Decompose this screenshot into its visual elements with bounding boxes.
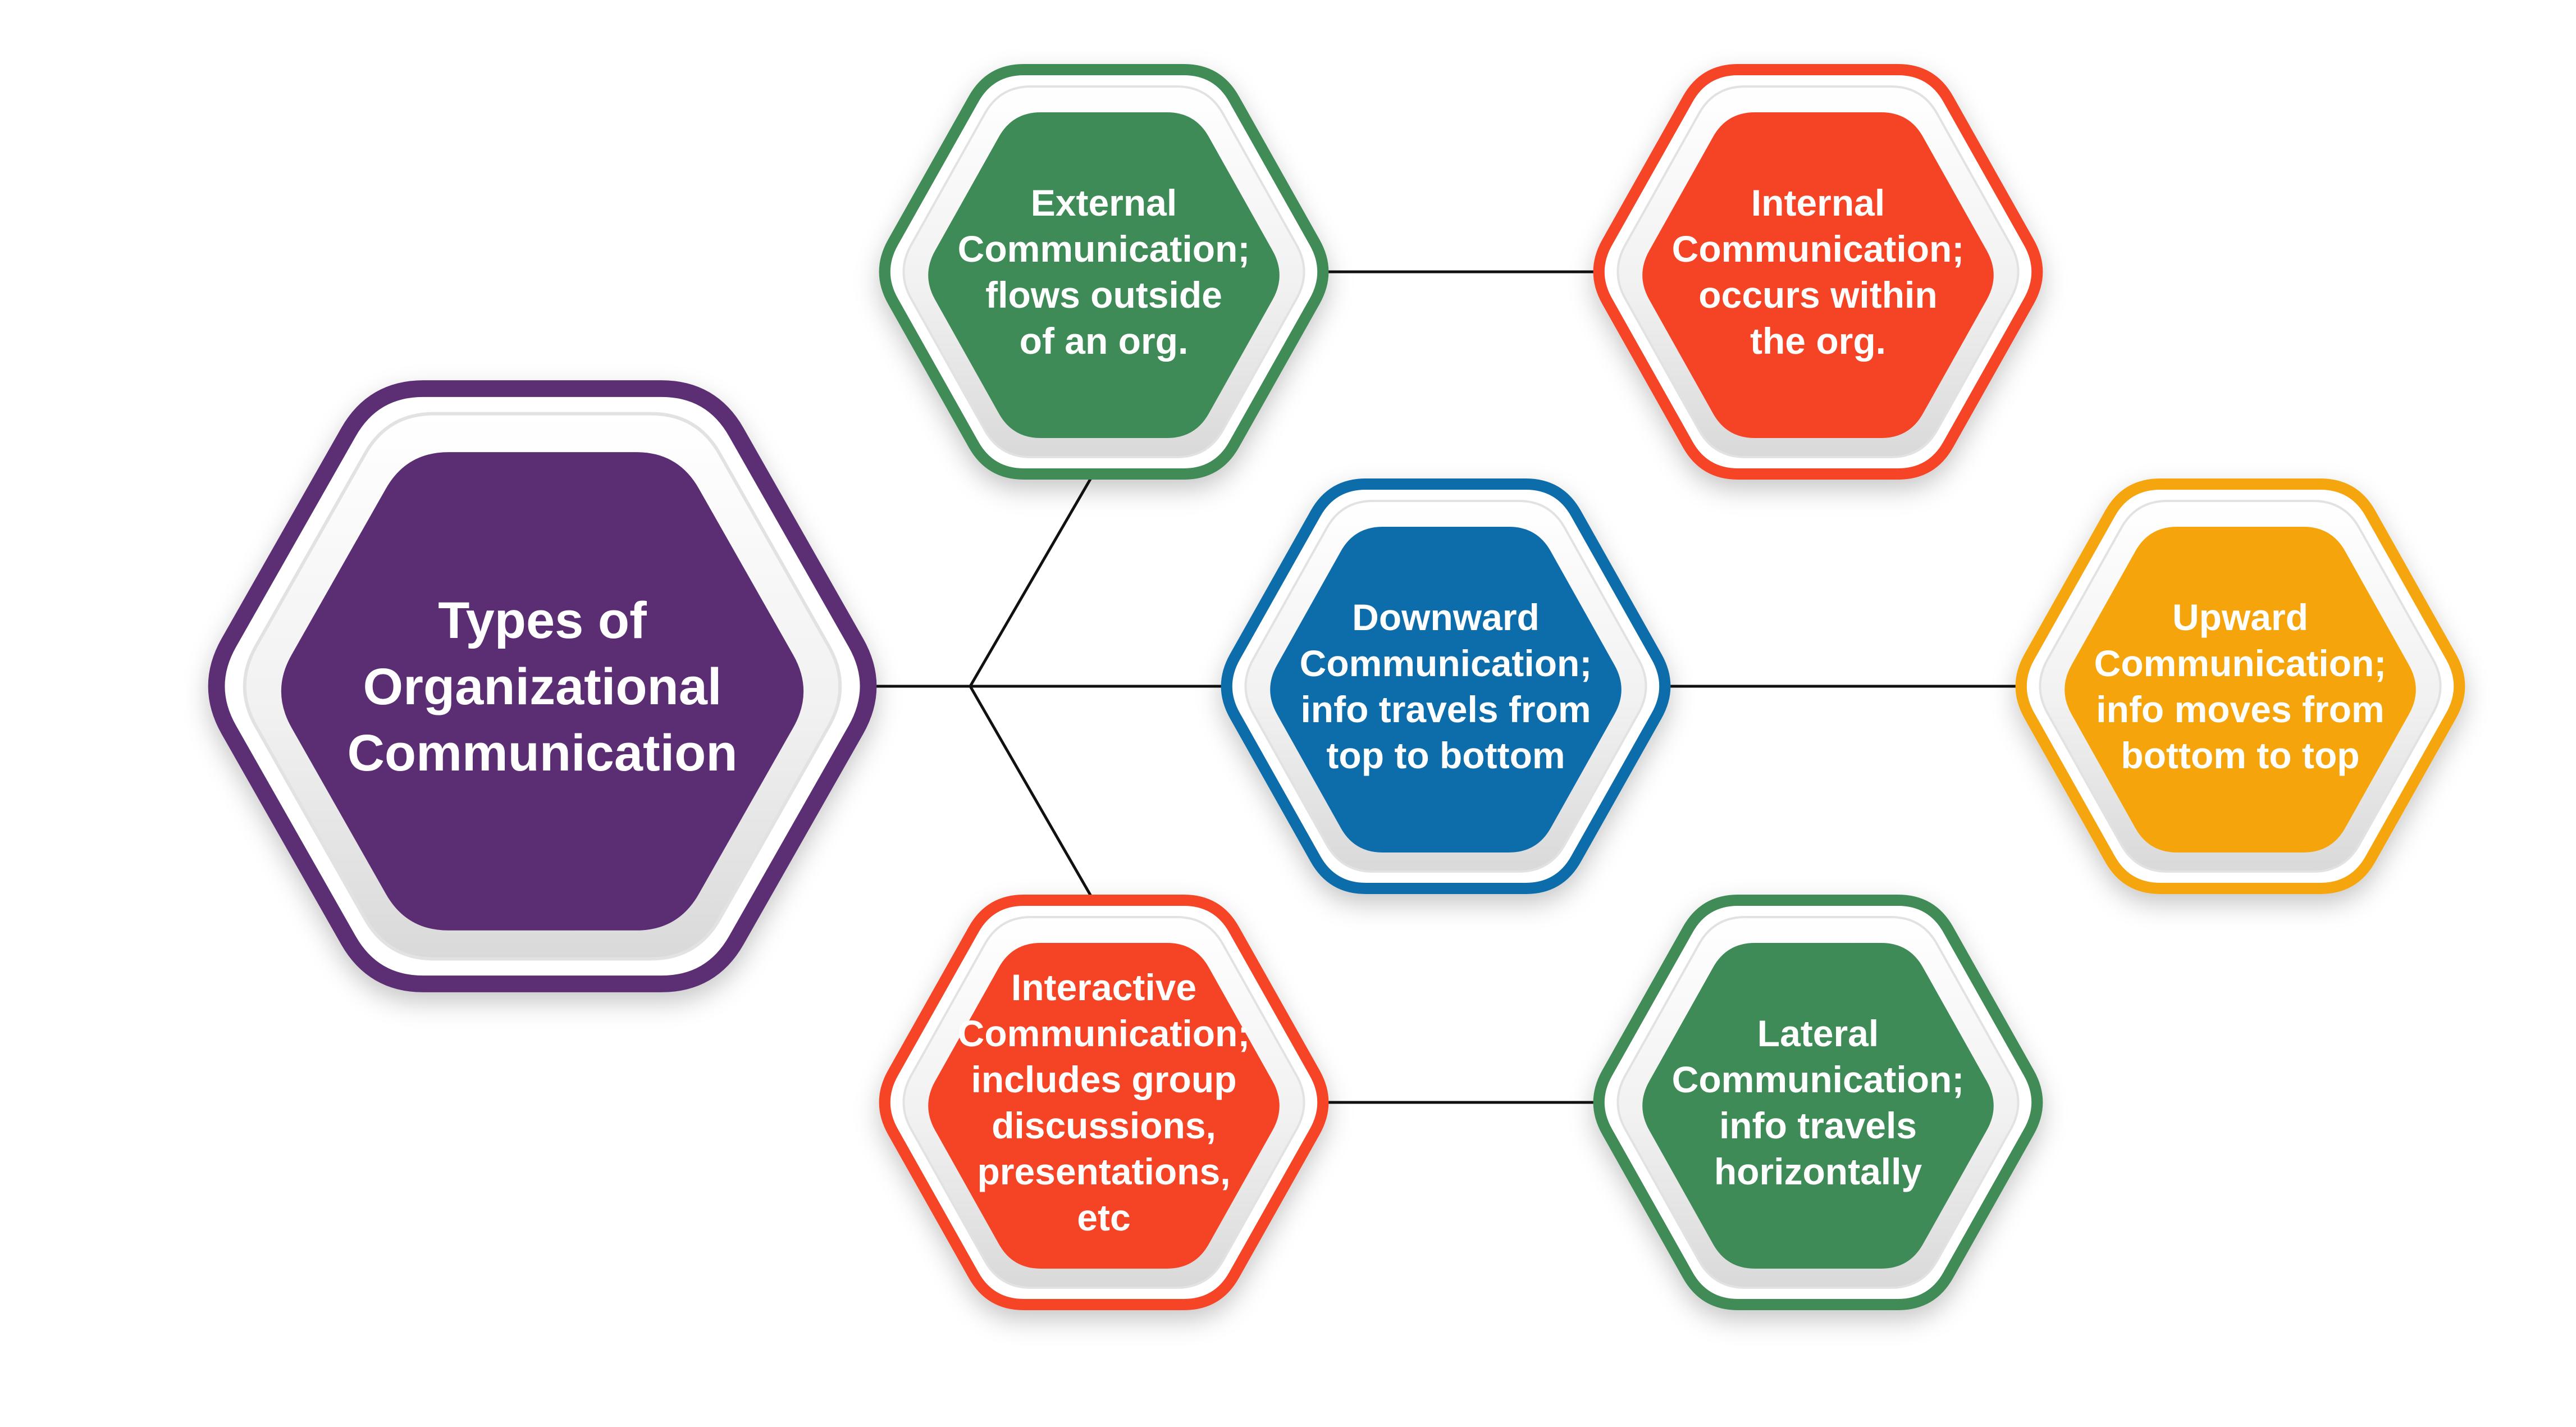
hexagon-label-line: info moves from (2096, 689, 2384, 730)
hexagon-label-line: info travels (1719, 1105, 1917, 1146)
connector-center-interactive (872, 685, 1100, 910)
hexagon-label-line: bottom to top (2121, 735, 2359, 776)
hexagon-label-line: Organizational (363, 658, 722, 715)
hexagon-inner-fill (281, 452, 804, 931)
hexagon-label-line: occurs within (1698, 274, 1937, 316)
hexagon-label-line: Communication; (2094, 642, 2387, 684)
hexagon-label-line: includes group (971, 1059, 1236, 1100)
hexagon-label-line: info travels from (1300, 689, 1591, 730)
hexagon-label-line: of an org. (1020, 320, 1189, 362)
hexagon-label-line: Communication; (958, 1013, 1250, 1054)
hexagon-label-line: Communication; (1672, 228, 1965, 270)
hexagon-label-line: top to bottom (1326, 735, 1565, 776)
hexagon-inner-fill (2065, 527, 2416, 852)
hexagon-inner-fill (928, 112, 1280, 438)
hexagon-label-line: Downward (1352, 596, 1540, 638)
hexagon-label-line: flows outside (985, 274, 1222, 316)
hexagon-label-line: External (1031, 182, 1177, 224)
hexagon-inner-fill (1270, 527, 1622, 852)
hexagon-label-line: Upward (2172, 596, 2308, 638)
hexagon-label-line: presentations, (977, 1151, 1230, 1192)
hexagon-label-line: horizontally (1714, 1151, 1922, 1192)
hexagon-inner-fill (928, 943, 1280, 1269)
hexagon-label-line: Interactive (1011, 966, 1196, 1008)
hexagon-label-line: Communication; (1672, 1059, 1965, 1100)
hexagon-label-line: discussions, (992, 1105, 1216, 1146)
hexagon-label-line: etc (1077, 1197, 1130, 1238)
hexagon-label-line: Types of (438, 592, 647, 649)
connector-center-external (872, 464, 1100, 688)
connector-lines (872, 270, 2021, 1104)
hexagon-label-line: Lateral (1757, 1013, 1879, 1054)
hexagon-inner-fill (1642, 112, 1994, 438)
hexagon-label-line: Internal (1751, 182, 1885, 224)
hexagon-inner-fill (1642, 943, 1994, 1269)
hexagon-label-line: Communication; (958, 228, 1250, 270)
hexagon-label-line: Communication (347, 724, 737, 782)
hexagon-label-line: Communication; (1300, 642, 1592, 684)
hexagon-label-line: the org. (1750, 320, 1886, 362)
